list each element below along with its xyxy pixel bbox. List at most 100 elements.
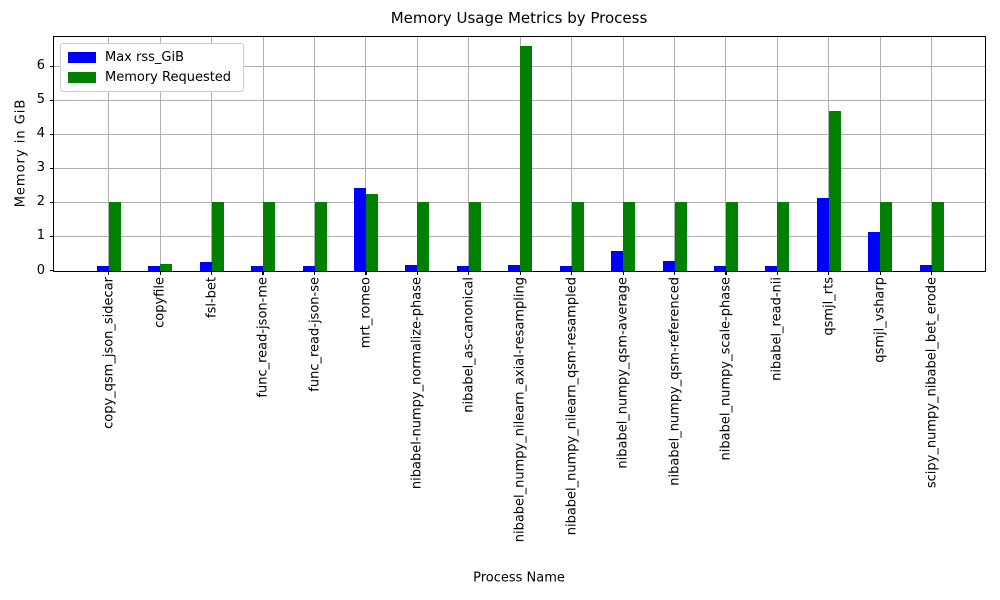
x-tick-label: copyfile (152, 277, 168, 328)
y-tick-label: 5 (36, 92, 45, 108)
x-tick-mark (879, 271, 881, 276)
x-tick-mark (673, 271, 676, 276)
x-tick-mark (776, 271, 778, 276)
h-gridline (54, 201, 985, 203)
bar-max-rss-gib (662, 261, 675, 271)
legend-label: Max rss_GiB (105, 50, 185, 65)
v-gridline (365, 36, 367, 271)
bar-memory-requested (623, 202, 636, 271)
x-tick-label: nibabel_numpy_scale-phase (718, 277, 734, 461)
x-tick-mark (262, 271, 264, 276)
x-tick-label: nibabel_numpy_nilearn_qsm-resampled (564, 277, 580, 536)
v-gridline (159, 36, 161, 271)
x-tick-label: mrt_romeo (358, 277, 374, 349)
y-tick-mark (49, 99, 54, 102)
bar-memory-requested (108, 202, 121, 271)
x-tick-label: nibabel_numpy_qsm-average (615, 277, 631, 469)
v-gridline (931, 36, 933, 271)
x-tick-mark (416, 271, 418, 276)
x-tick-label: copy_qsm_json_sidecar (101, 277, 117, 429)
bar-max-rss-gib (96, 265, 109, 271)
x-tick-mark (519, 271, 521, 276)
bar-max-rss-gib (405, 265, 418, 271)
bar-max-rss-gib (199, 262, 212, 271)
bar-max-rss-gib (353, 188, 366, 271)
v-gridline (776, 36, 778, 271)
x-tick-mark (159, 271, 161, 276)
x-tick-mark (365, 271, 367, 276)
v-gridline (674, 36, 676, 271)
v-gridline (622, 36, 624, 271)
y-tick-label: 2 (36, 194, 45, 210)
bar-max-rss-gib (868, 232, 881, 271)
y-tick-mark (49, 235, 54, 238)
v-gridline (468, 36, 470, 271)
bar-memory-requested (160, 263, 173, 271)
y-tick-mark (49, 65, 54, 68)
legend: Max rss_GiB Memory Requested (60, 43, 245, 92)
bar-memory-requested (777, 202, 790, 271)
x-tick-label: scipy_numpy_nibabel_bet_erode (924, 277, 940, 489)
v-gridline (262, 36, 264, 271)
x-tick-label: qsmjl_vsharp (872, 277, 888, 363)
bar-max-rss-gib (251, 265, 264, 271)
v-gridline (879, 36, 881, 271)
y-tick-label: 4 (36, 126, 45, 142)
y-tick-label: 3 (36, 160, 45, 176)
x-axis-label: Process Name (473, 570, 565, 586)
h-gridline (54, 99, 985, 101)
y-tick-label: 0 (36, 262, 45, 278)
x-tick-mark (468, 271, 470, 276)
x-tick-label: func_read-json-me (255, 277, 271, 398)
bar-memory-requested (520, 46, 533, 271)
x-tick-label: func_read-json-se (307, 277, 323, 392)
bar-memory-requested (263, 202, 276, 271)
x-tick-mark (571, 271, 573, 276)
v-gridline (314, 36, 316, 271)
v-gridline (416, 36, 418, 271)
bar-memory-requested (314, 202, 327, 271)
bar-memory-requested (931, 202, 944, 271)
bar-max-rss-gib (919, 264, 932, 271)
y-axis-label: Memory in GiB (13, 98, 29, 208)
x-tick-label: nibabel-numpy_normalize-phase (409, 277, 425, 490)
x-tick-label: nibabel_read-nii (769, 277, 785, 381)
bar-memory-requested (365, 193, 378, 271)
x-tick-mark (931, 271, 933, 276)
y-tick-label: 6 (36, 58, 45, 74)
bar-max-rss-gib (148, 265, 161, 271)
x-tick-label: nibabel_numpy_qsm-referenced (667, 277, 683, 486)
bar-max-rss-gib (713, 266, 726, 271)
bar-memory-requested (725, 202, 738, 271)
chart-title: Memory Usage Metrics by Process (390, 9, 648, 27)
x-tick-mark (313, 271, 316, 276)
h-gridline (54, 167, 985, 169)
x-tick-label: nibabel_as-canonical (461, 277, 477, 413)
bar-memory-requested (417, 202, 430, 271)
bar-max-rss-gib (456, 265, 469, 271)
y-tick-mark (49, 133, 54, 136)
y-tick-mark (49, 167, 54, 170)
legend-swatch-max-rss (68, 52, 96, 63)
legend-label: Memory Requested (105, 70, 232, 85)
bar-memory-requested (571, 202, 584, 271)
h-gridline (54, 236, 985, 237)
y-tick-mark (49, 201, 54, 204)
legend-item: Max rss_GiB (68, 50, 231, 65)
legend-item: Memory Requested (68, 70, 231, 85)
x-tick-label: nibabel_numpy_nilearn_axial-resampling (512, 277, 528, 543)
x-tick-label: qsmjl_rts (821, 277, 837, 336)
bar-max-rss-gib (611, 251, 624, 271)
bar-max-rss-gib (765, 265, 778, 271)
v-gridline (108, 36, 110, 271)
y-tick-label: 1 (36, 228, 45, 244)
x-tick-mark (622, 271, 624, 276)
bar-memory-requested (468, 202, 481, 271)
v-gridline (725, 36, 727, 271)
x-tick-mark (828, 271, 830, 276)
bar-max-rss-gib (816, 198, 829, 271)
bar-max-rss-gib (302, 265, 315, 271)
bar-memory-requested (211, 202, 224, 271)
v-gridline (571, 36, 573, 271)
